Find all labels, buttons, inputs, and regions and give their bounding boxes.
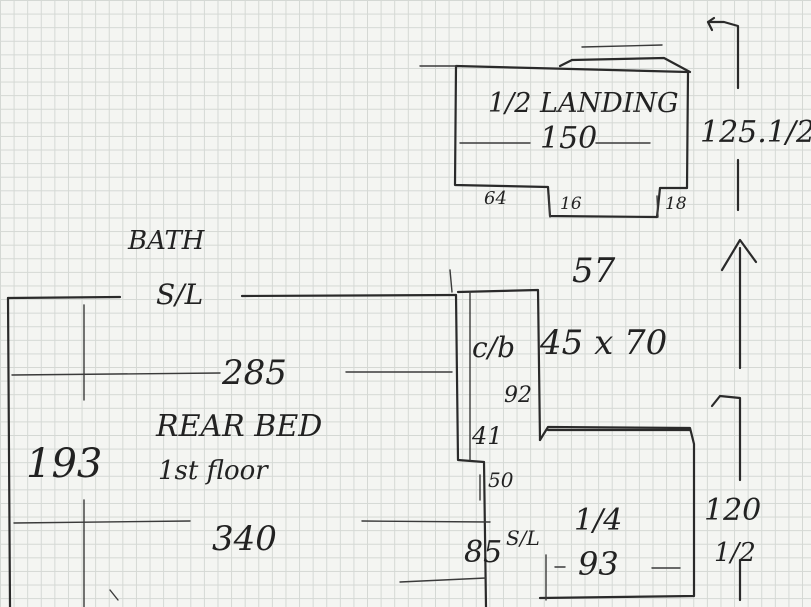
landing-title: 1/2 LANDING bbox=[488, 88, 679, 119]
landing-seg-left-label: 64 bbox=[484, 188, 507, 209]
dim-41-label: 41 bbox=[472, 422, 503, 450]
room-width-bottom-label: 340 bbox=[212, 519, 277, 559]
room-width-top-label: 285 bbox=[222, 353, 287, 393]
landing-seg-mid-label: 16 bbox=[560, 194, 582, 214]
quarter-height-top-label: 120 bbox=[704, 493, 762, 528]
bedroom-outline bbox=[6, 293, 491, 607]
quarter-height-arrow bbox=[710, 394, 742, 602]
dim-50-label: 50 bbox=[488, 468, 514, 492]
cupboard-label: c/b bbox=[472, 331, 516, 364]
dim-85-label: 85 bbox=[464, 535, 503, 570]
stair-width-label: 57 bbox=[572, 251, 616, 291]
half-landing-outline bbox=[419, 44, 692, 219]
landing-seg-right-label: 18 bbox=[665, 194, 687, 214]
up-arrow-icon bbox=[720, 238, 758, 370]
bath-label: BATH bbox=[128, 226, 205, 256]
landing-height-label: 125.1/2 bbox=[700, 115, 811, 150]
quarter-width-label: 93 bbox=[578, 545, 619, 583]
room-name-line2: 1st floor bbox=[158, 456, 268, 486]
dim-92-label: 92 bbox=[504, 383, 532, 408]
sill-bottom-label: S/L bbox=[506, 526, 540, 550]
quarter-landing-label: 1/4 bbox=[574, 503, 623, 538]
landing-width-label: 150 bbox=[540, 121, 598, 156]
quarter-landing-outline bbox=[538, 425, 696, 601]
cupboard-outline bbox=[449, 269, 542, 501]
landing-height-arrow bbox=[706, 16, 740, 212]
cupboard-size-label: 45 x 70 bbox=[540, 323, 668, 363]
room-height-label: 193 bbox=[26, 441, 103, 487]
sill-label: S/L bbox=[156, 278, 204, 311]
room-name-line1: REAR BED bbox=[156, 409, 323, 444]
quarter-height-bottom-label: 1/2 bbox=[714, 538, 756, 568]
